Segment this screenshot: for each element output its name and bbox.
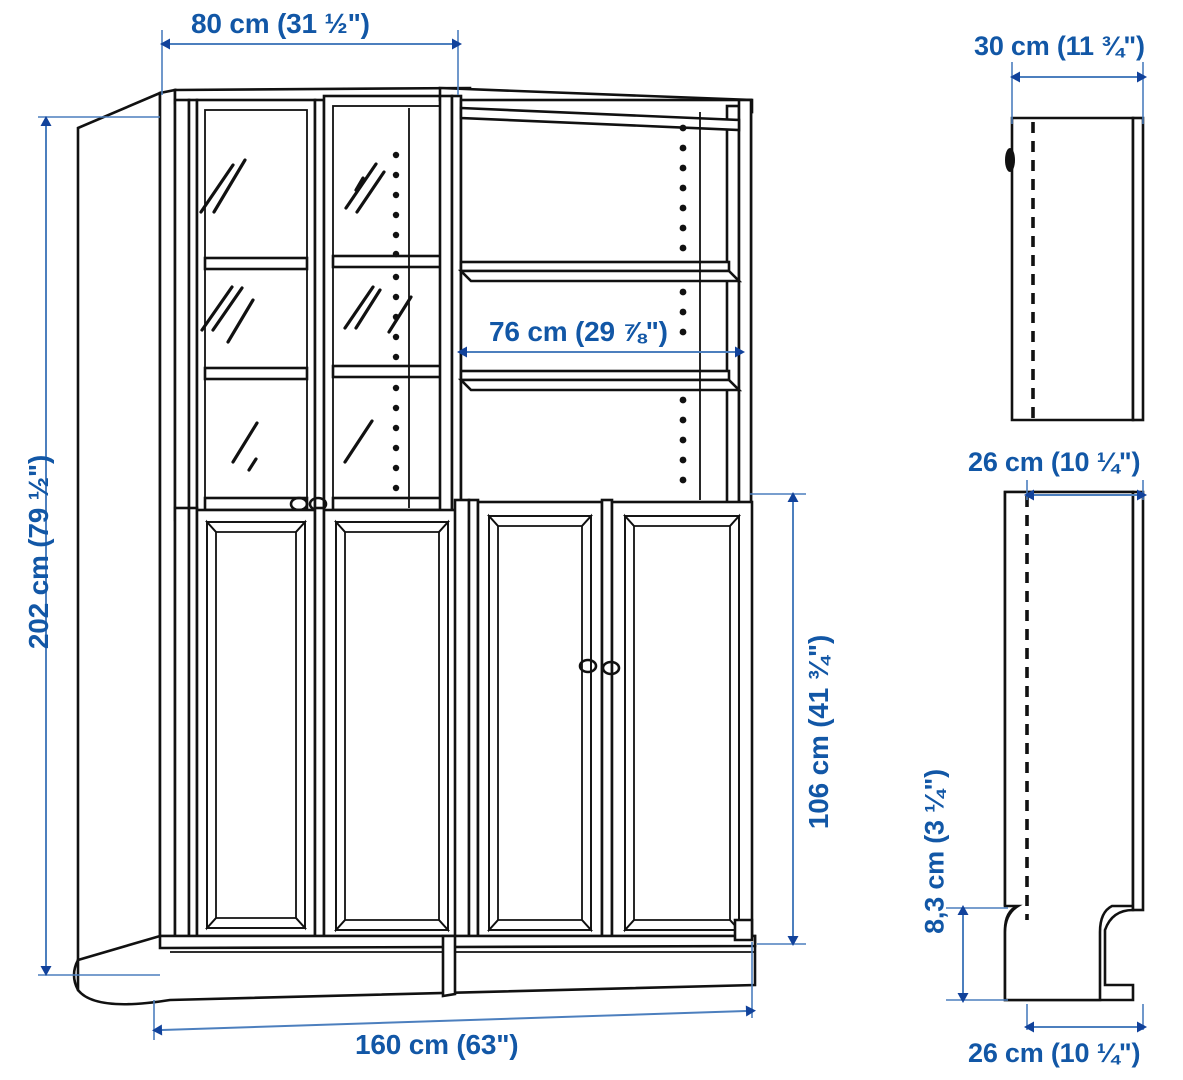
panel-door-lower-left bbox=[195, 508, 317, 942]
dim-83cm bbox=[946, 905, 1008, 1003]
shelf-upper-2 bbox=[457, 369, 743, 392]
door-knob-pair-lower bbox=[578, 658, 621, 676]
label-shelf-width: 76 cm (29 ⅞") bbox=[489, 316, 668, 347]
label-depth-top: 30 cm (11 ¾") bbox=[974, 31, 1145, 61]
dim-160cm bbox=[152, 942, 756, 1040]
glass-door-left bbox=[195, 98, 317, 522]
lower-right-panel-door-unit bbox=[453, 498, 754, 946]
side-view-top-group bbox=[1005, 116, 1145, 422]
lower-left-panel-door-unit bbox=[173, 506, 462, 944]
peg-hole-column bbox=[679, 124, 687, 484]
base-plinth bbox=[76, 918, 757, 1006]
side-view-bottom-group bbox=[1003, 490, 1145, 1002]
dim-30cm bbox=[1010, 62, 1147, 124]
upper-right-open-shelf-unit bbox=[438, 86, 754, 522]
label-depth-bottom: 26 cm (10 ¼") bbox=[968, 1038, 1141, 1068]
peg-hole-column bbox=[392, 151, 400, 492]
dim-26cm-bottom bbox=[1024, 1004, 1147, 1033]
dim-106cm bbox=[750, 492, 806, 946]
dim-26cm-middle bbox=[1024, 480, 1147, 501]
label-lower-height: 106 cm (41 ¾") bbox=[803, 634, 834, 830]
dim-202cm bbox=[38, 116, 160, 976]
label-total-width: 160 cm (63") bbox=[355, 1029, 519, 1060]
panel-door-lower-right-2 bbox=[610, 500, 754, 946]
front-elevation-group bbox=[72, 86, 757, 1006]
dim-80cm bbox=[160, 30, 462, 95]
label-depth-middle: 26 cm (10 ¼") bbox=[968, 447, 1141, 477]
upper-left-glass-door-unit bbox=[173, 86, 472, 522]
label-unit-width: 80 cm (31 ½") bbox=[191, 8, 370, 39]
label-plinth-height: 8,3 cm (3 ¼") bbox=[919, 769, 950, 934]
shelf-upper-1 bbox=[457, 260, 743, 283]
side-knob bbox=[1005, 148, 1015, 172]
glass-reflection-marks bbox=[199, 158, 259, 472]
panel-door-lower-left-2 bbox=[322, 508, 462, 944]
carcass-left-side-perspective bbox=[72, 88, 177, 992]
glass-reflection-marks bbox=[343, 162, 413, 464]
glass-door-right bbox=[322, 94, 462, 522]
panel-door-lower-right-1 bbox=[476, 500, 604, 944]
label-total-height: 202 cm (79 ½") bbox=[23, 454, 54, 650]
